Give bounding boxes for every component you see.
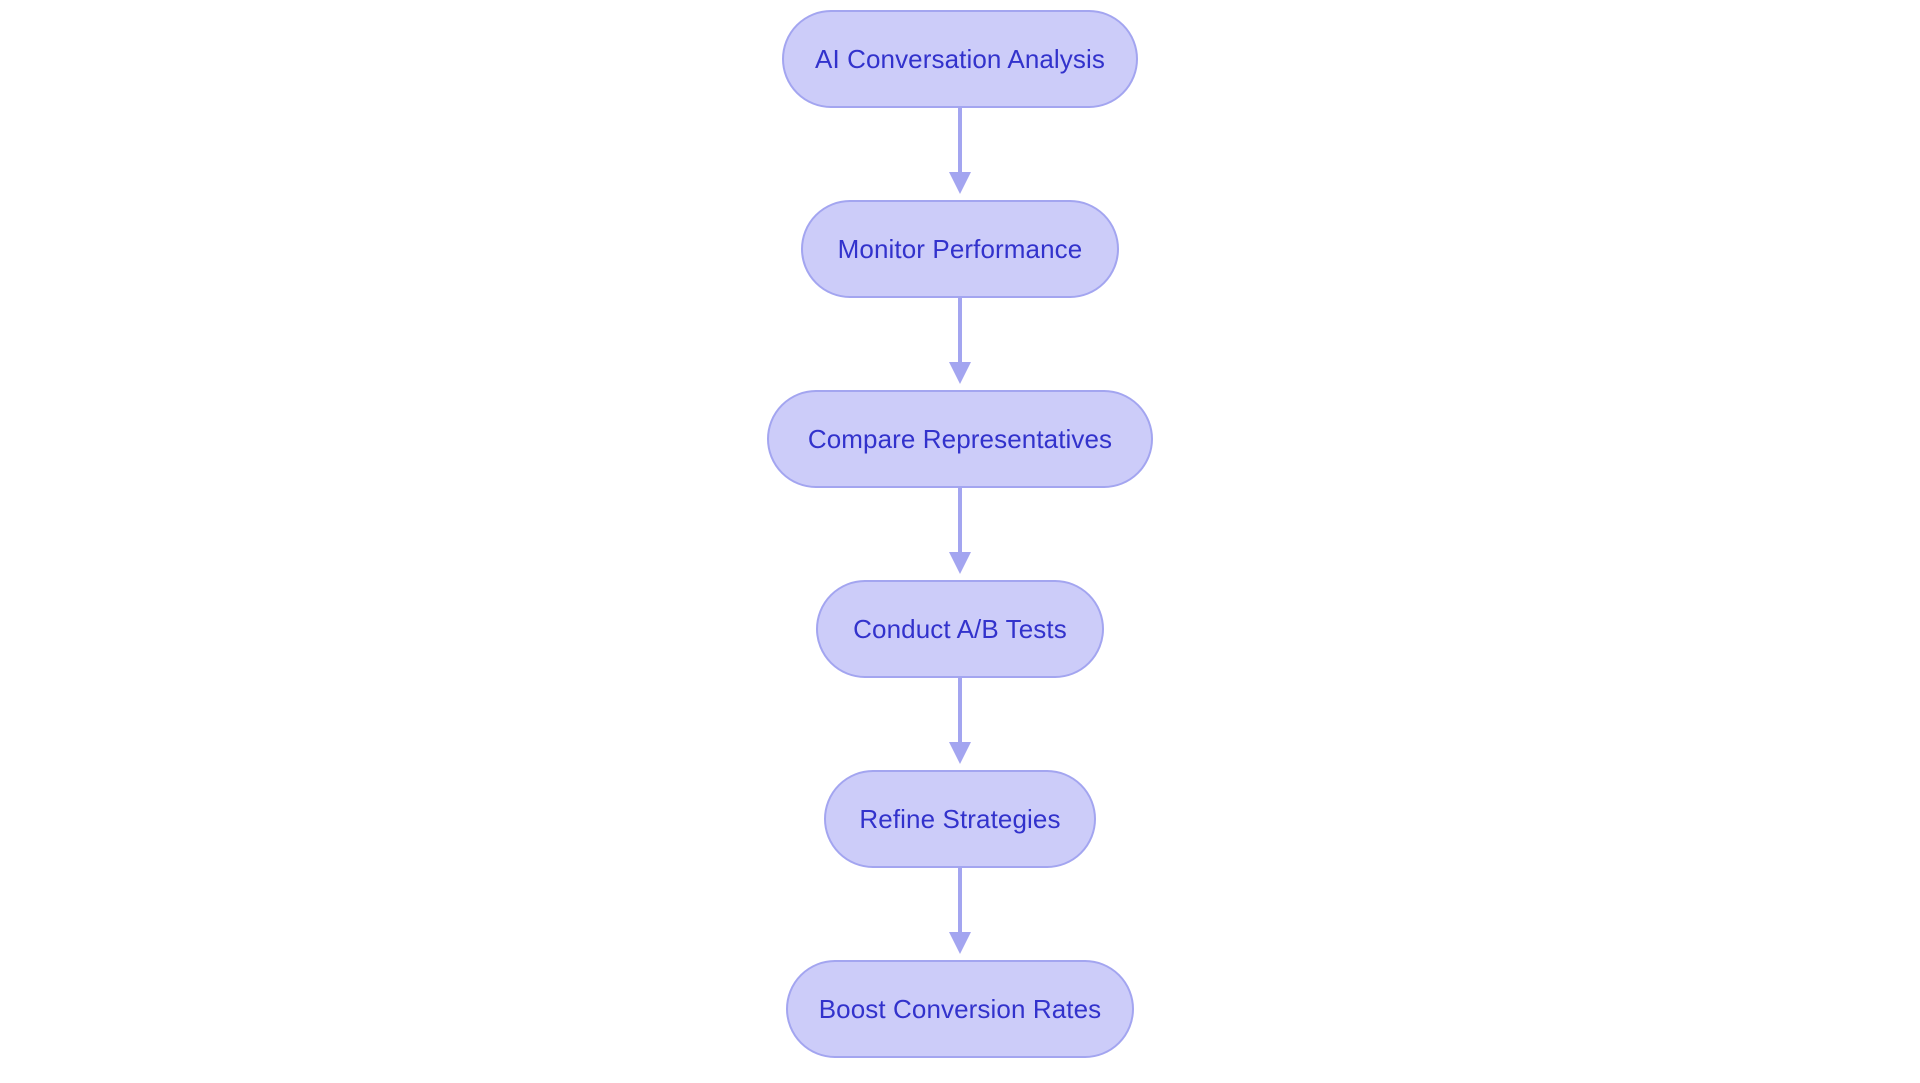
flow-node-compare-representatives[interactable]: Compare Representatives <box>767 390 1153 488</box>
arrow-down-icon <box>949 108 971 194</box>
arrow-down-icon <box>949 678 971 764</box>
flow-node-label: Monitor Performance <box>837 234 1083 264</box>
flow-node-label: Boost Conversion Rates <box>818 994 1102 1024</box>
flow-node-label: AI Conversation Analysis <box>815 44 1105 74</box>
flow-node-label: Compare Representatives <box>807 424 1113 454</box>
flow-node-monitor-performance[interactable]: Monitor Performance <box>801 200 1119 298</box>
flow-node-boost-conversion-rates[interactable]: Boost Conversion Rates <box>786 960 1134 1058</box>
flow-node-refine-strategies[interactable]: Refine Strategies <box>824 770 1096 868</box>
arrow-down-icon <box>949 488 971 574</box>
flow-node-conduct-ab-tests[interactable]: Conduct A/B Tests <box>816 580 1104 678</box>
arrow-down-icon <box>949 298 971 384</box>
arrow-down-icon <box>949 868 971 954</box>
flow-node-ai-conversation-analysis[interactable]: AI Conversation Analysis <box>782 10 1138 108</box>
flow-node-label: Refine Strategies <box>859 804 1061 834</box>
flow-node-label: Conduct A/B Tests <box>853 614 1067 644</box>
